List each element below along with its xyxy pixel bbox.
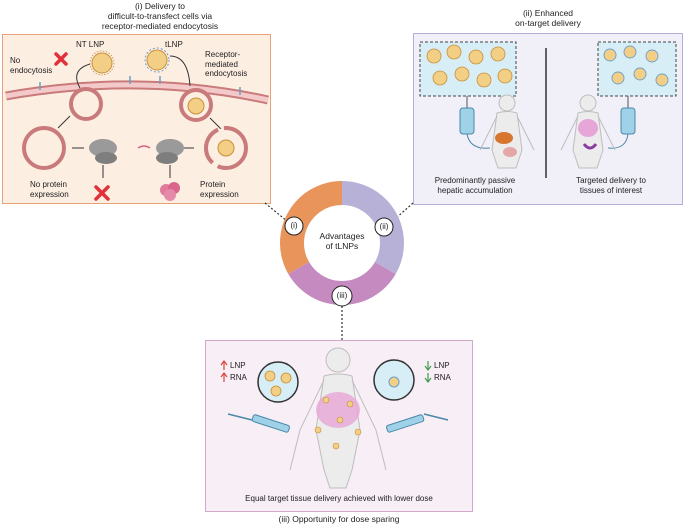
cross-icon-bottom	[94, 185, 110, 201]
label-right-rna: RNA	[434, 373, 451, 382]
panel-iii-title: (iii) Opportunity for dose sparing	[278, 514, 400, 524]
ring-segment-magenta	[288, 262, 396, 306]
ring-segment-orange	[279, 181, 342, 274]
label-left-lnp: LNP	[230, 361, 246, 370]
left-endosome	[22, 126, 66, 170]
ribosome-right	[137, 139, 184, 164]
panel-i-box	[2, 34, 271, 204]
center-label-line1: Advantages	[319, 231, 365, 241]
panel-ii-title-line1: (ii) Enhanced	[522, 8, 574, 18]
badge-iii: (iii)	[336, 291, 348, 300]
label-no-endocytosis-line2: endocytosis	[10, 65, 53, 75]
panel-ii-left-caption: Predominantly passive hepatic accumulati…	[420, 176, 530, 195]
panel-i-title-line3: receptor-mediated endocytosis	[101, 21, 219, 31]
panel-ii-right-caption-line1: Targeted delivery to	[576, 176, 646, 185]
label-right-lnp: LNP	[434, 361, 450, 370]
center-label-line2: of tLNPs	[325, 240, 359, 251]
label-no-protein: No protein expression	[30, 180, 69, 199]
scattered-particles	[314, 396, 362, 450]
label-nt-lnp: NT LNP	[76, 40, 105, 49]
badge-ii: (ii)	[379, 222, 389, 231]
left-pit	[69, 87, 103, 121]
panel-ii-title: (ii) Enhanced on-target delivery	[468, 8, 628, 28]
arrow-up-lnp	[220, 360, 228, 370]
label-protein-line1: Protein	[200, 180, 226, 189]
ribosome-left	[89, 139, 117, 164]
panel-ii-left-caption-line1: Predominantly passive	[434, 176, 516, 185]
arrow-up-rna	[220, 372, 228, 382]
liver-icon	[495, 132, 513, 144]
nt-lnp-particle	[89, 50, 115, 76]
center-label: Advantages of tLNPs	[307, 231, 377, 251]
cross-icon-top	[54, 52, 68, 66]
badge-iii-circle	[331, 285, 353, 307]
badge-i-circle	[284, 216, 304, 236]
label-no-protein-line2: expression	[30, 189, 69, 199]
iv-bag-left	[459, 96, 491, 149]
panel-iii-caption: Equal target tissue delivery achieved wi…	[245, 494, 433, 503]
label-protein-line2: expression	[200, 189, 239, 199]
label-left-rna: RNA	[230, 373, 247, 382]
label-receptor-line2: mediated	[205, 59, 238, 69]
label-no-protein-line1: No protein	[30, 180, 67, 189]
panel-ii-right-caption-line2: tissues of interest	[579, 185, 643, 195]
badge-ii-circle	[374, 217, 394, 237]
syringe-right	[386, 413, 449, 433]
panel-ii-left-caption-line2: hepatic accumulation	[437, 185, 513, 195]
ring-segment-purple	[342, 181, 405, 274]
lungs-icon	[578, 119, 598, 137]
target-tissue-icon	[582, 143, 598, 150]
arrow-down-rna	[424, 373, 432, 383]
badge-i: (i)	[290, 221, 298, 230]
syringe-left	[227, 413, 290, 433]
arrow-down-lnp	[424, 361, 432, 371]
label-tlnp: tLNP	[165, 40, 183, 49]
panel-ii-right-caption: Targeted delivery to tissues of interest	[556, 176, 666, 195]
label-no-endocytosis: No endocytosis	[10, 56, 52, 75]
protein-icon	[160, 182, 180, 201]
label-receptor-line1: Receptor-	[205, 50, 241, 59]
iv-bag-right	[607, 96, 636, 149]
panel-ii-title-line2: on-target delivery	[515, 18, 581, 28]
panel-i-title-line2: difficult-to-transfect cells via	[107, 11, 213, 21]
panel-i-title: (i) Delivery to difficult-to-transfect c…	[40, 1, 280, 31]
label-no-endocytosis-line1: No	[10, 56, 21, 65]
label-receptor-mediated: Receptor- mediated endocytosis	[205, 50, 247, 79]
panel-i-title-line1: (i) Delivery to	[134, 1, 186, 11]
label-receptor-line3: endocytosis	[205, 69, 248, 78]
tlnp-particle	[144, 47, 170, 73]
label-protein-expression: Protein expression	[200, 180, 239, 199]
